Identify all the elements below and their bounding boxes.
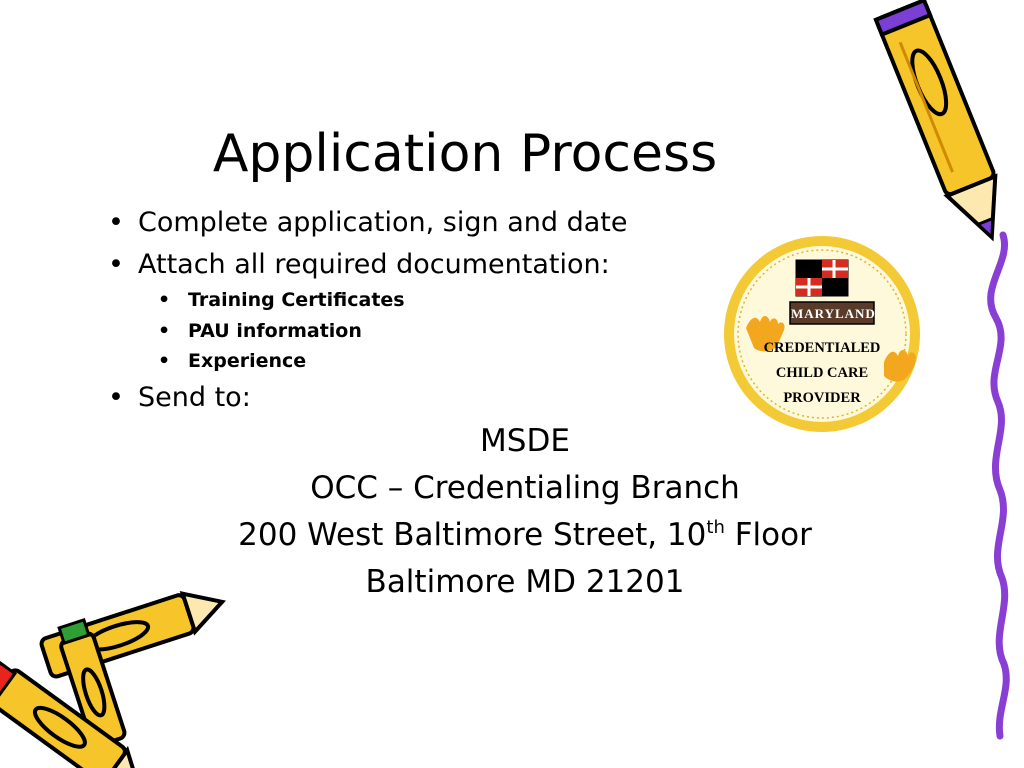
- bullet-icon: •: [158, 320, 171, 342]
- address-line-2: OCC – Credentialing Branch: [310, 470, 740, 506]
- slide-title: Application Process: [212, 124, 718, 184]
- address-line-1: MSDE: [480, 423, 570, 459]
- mailing-address: MSDE OCC – Credentialing Branch 200 West…: [150, 418, 900, 606]
- bullet-icon: •: [158, 350, 171, 372]
- bullet-icon: •: [158, 289, 171, 311]
- address-line-4: Baltimore MD 21201: [365, 564, 685, 600]
- address-ordinal-suffix: th: [706, 517, 725, 538]
- address-street: 200 West Baltimore Street, 10: [238, 517, 707, 553]
- bullet-icon: •: [108, 382, 124, 413]
- bullet-item: • Complete application, sign and date: [108, 204, 627, 242]
- sub-bullet-text: Training Certificates: [188, 289, 405, 311]
- bullet-text: Complete application, sign and date: [138, 207, 628, 238]
- sub-bullet-item: • PAU information: [158, 317, 362, 345]
- address-line-3: 200 West Baltimore Street, 10th Floor: [150, 512, 900, 559]
- address-floor: Floor: [724, 517, 812, 553]
- sub-bullet-item: • Training Certificates: [158, 286, 405, 314]
- sub-bullet-text: Experience: [188, 350, 307, 372]
- bullet-icon: •: [108, 207, 124, 238]
- seal-banner-text: MARYLAND: [791, 306, 876, 321]
- seal-line-1: CREDENTIALED: [763, 340, 881, 356]
- bullet-text: Send to:: [138, 382, 251, 413]
- sub-bullet-item: • Experience: [158, 347, 306, 375]
- bullet-item: • Attach all required documentation:: [108, 246, 610, 284]
- maryland-seal: [724, 236, 920, 432]
- seal-caption: CREDENTIALED CHILD CARE PROVIDER: [728, 336, 916, 411]
- sub-bullet-text: PAU information: [188, 320, 362, 342]
- bullet-text: Attach all required documentation:: [138, 249, 610, 280]
- seal-line-2: CHILD CARE: [775, 365, 869, 381]
- seal-line-3: PROVIDER: [783, 390, 861, 406]
- bullet-icon: •: [108, 249, 124, 280]
- bullet-item: • Send to:: [108, 379, 251, 417]
